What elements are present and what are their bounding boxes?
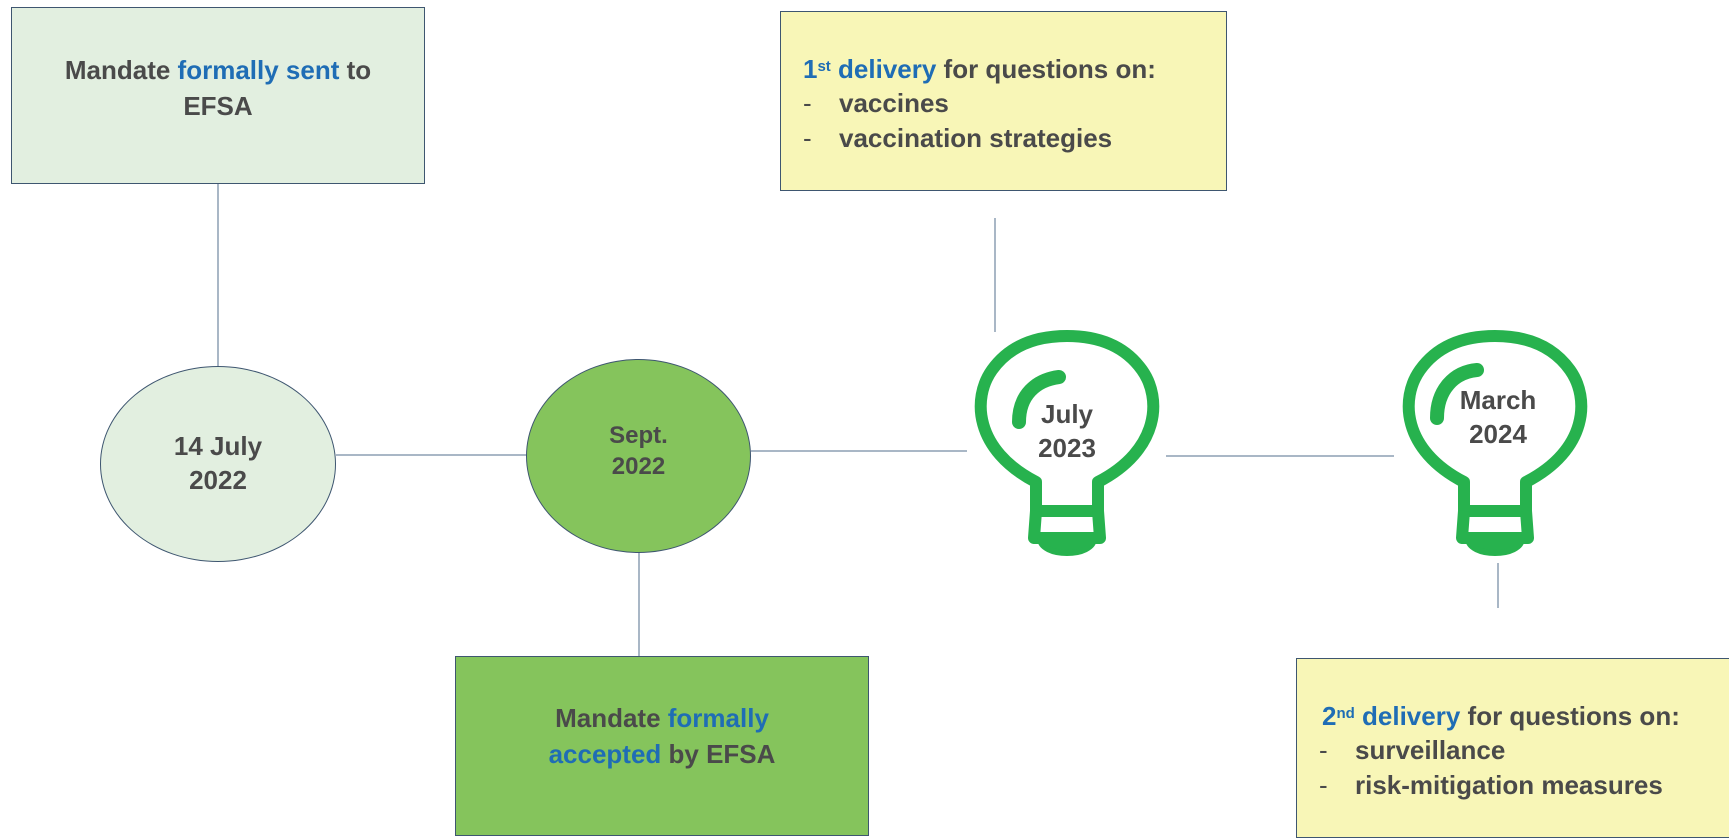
list-item: -surveillance — [1319, 735, 1506, 765]
mandate-accepted-box: Mandate formally accepted by EFSA — [455, 656, 869, 836]
connector-m2-to-m3 — [751, 450, 967, 452]
lightbulb-icon — [974, 330, 1160, 556]
milestone-date-line2: 2022 — [611, 453, 666, 480]
first-delivery-list: -vaccines -vaccination strategies — [781, 86, 1226, 156]
milestone-date-line1: July — [1040, 399, 1094, 429]
first-delivery-heading: 1st delivery for questions on: — [803, 54, 1156, 84]
second-delivery-list: -surveillance -risk-mitigation measures — [1297, 733, 1729, 803]
second-delivery-box: 2nd delivery for questions on: -surveill… — [1296, 658, 1729, 838]
connector-delivery1-to-m3 — [994, 218, 996, 332]
mandate-sent-box: Mandate formally sent to EFSA — [11, 7, 425, 184]
milestone-sept-2022: Sept. 2022 — [526, 359, 751, 553]
list-item: -risk-mitigation measures — [1319, 770, 1663, 800]
connector-m4-to-delivery2 — [1497, 563, 1499, 608]
milestone-14-july-2022: 14 July 2022 — [100, 366, 336, 562]
mandate-sent-text: Mandate formally sent to EFSA — [64, 54, 372, 121]
milestone-date-line1: March — [1459, 385, 1537, 415]
milestone-july-2023: July 2023 — [1022, 398, 1112, 466]
first-delivery-box: 1st delivery for questions on: -vaccines… — [780, 11, 1227, 191]
connector-sent-to-m1 — [217, 184, 219, 366]
milestone-march-2024: March 2024 — [1446, 384, 1550, 452]
milestone-date-line1: 14 July — [173, 431, 263, 462]
connector-m3-to-m4 — [1166, 455, 1394, 457]
connector-m2-to-accepted — [638, 553, 640, 656]
milestone-date-line1: Sept. — [609, 421, 668, 449]
mandate-accepted-text: Mandate formally accepted by EFSA — [548, 703, 776, 769]
second-delivery-heading: 2nd delivery for questions on: — [1322, 701, 1680, 731]
list-item: -vaccines — [803, 88, 949, 118]
milestone-date-line2: 2023 — [1038, 432, 1096, 463]
connector-m1-to-m2 — [336, 454, 526, 456]
list-item: -vaccination strategies — [803, 123, 1113, 153]
milestone-date-line2: 2024 — [1469, 418, 1527, 449]
milestone-date-line2: 2022 — [189, 465, 247, 495]
lightbulb-icon — [1402, 330, 1588, 556]
